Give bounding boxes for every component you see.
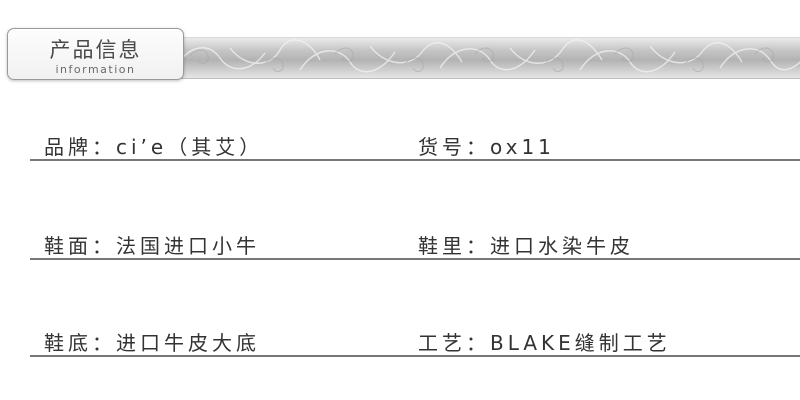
section-title: 产品信息	[49, 38, 142, 62]
field-value: ox11	[490, 135, 555, 159]
field-craft: 工艺：BLAKE缝制工艺	[418, 327, 671, 356]
field-value: 进口牛皮大底	[116, 331, 260, 355]
field-separator: ：	[92, 234, 116, 258]
row-divider	[30, 159, 800, 161]
row-divider	[30, 355, 800, 357]
field-label: 鞋里	[418, 234, 466, 258]
info-row-2: 鞋面：法国进口小牛 鞋里：进口水染牛皮	[30, 230, 800, 260]
field-value: 法国进口小牛	[116, 234, 260, 258]
field-lining: 鞋里：进口水染牛皮	[418, 230, 634, 259]
field-separator: ：	[466, 135, 490, 159]
field-separator: ：	[92, 331, 116, 355]
field-label: 货号	[418, 135, 466, 159]
field-value: 进口水染牛皮	[490, 234, 634, 258]
field-value: ci’e（其艾）	[116, 135, 264, 159]
field-label: 鞋面	[44, 234, 92, 258]
field-upper: 鞋面：法国进口小牛	[44, 230, 260, 259]
field-value: BLAKE缝制工艺	[490, 331, 671, 355]
info-row-1: 品牌：ci’e（其艾） 货号：ox11	[30, 131, 800, 161]
field-brand: 品牌：ci’e（其艾）	[44, 131, 263, 160]
row-divider	[30, 258, 800, 260]
field-separator: ：	[466, 331, 490, 355]
section-subtitle: information	[55, 63, 136, 76]
field-label: 工艺	[418, 331, 466, 355]
field-separator: ：	[466, 234, 490, 258]
banner-bar	[170, 37, 800, 79]
section-title-tab: 产品信息 information	[7, 28, 184, 80]
section-banner: 产品信息 information	[0, 0, 800, 90]
swirl-pattern-icon	[174, 39, 800, 73]
info-row-3: 鞋底：进口牛皮大底 工艺：BLAKE缝制工艺	[30, 327, 800, 357]
field-separator: ：	[92, 135, 116, 159]
field-label: 品牌	[44, 135, 92, 159]
field-label: 鞋底	[44, 331, 92, 355]
field-item-number: 货号：ox11	[418, 131, 555, 160]
field-sole: 鞋底：进口牛皮大底	[44, 327, 260, 356]
